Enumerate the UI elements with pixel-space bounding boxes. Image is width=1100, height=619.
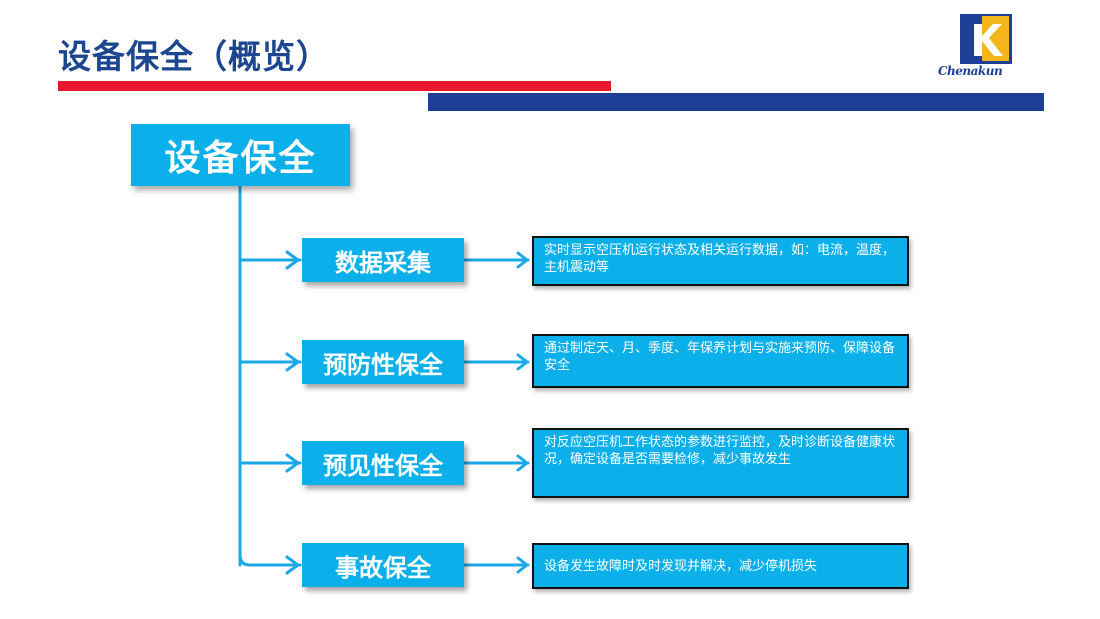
arrow-desc-4 — [516, 556, 529, 574]
arrow-branch-3 — [285, 453, 300, 473]
arrow-branch-1 — [285, 250, 300, 270]
title-underline-blue — [428, 93, 1044, 111]
company-logo: Chenakun — [936, 14, 1016, 84]
logo-mark-icon — [960, 14, 1012, 64]
description-incident-maintenance: 设备发生故障时及时发现并解决，减少停机损失 — [532, 543, 909, 589]
branch-node-incident-maintenance: 事故保全 — [302, 543, 464, 587]
arrow-branch-2 — [285, 352, 300, 372]
arrow-desc-2 — [516, 353, 529, 371]
branch-node-preventive-maintenance: 预防性保全 — [302, 340, 464, 384]
connector-branch-4 — [238, 553, 302, 567]
branch-node-predictive-maintenance: 预见性保全 — [302, 441, 464, 485]
logo-wordmark: Chenakun — [938, 64, 1003, 78]
arrow-desc-3 — [516, 454, 529, 472]
page-title: 设备保全（概览） — [58, 37, 330, 76]
arrow-branch-4 — [285, 555, 300, 575]
branch-node-data-collection: 数据采集 — [302, 238, 464, 282]
description-data-collection: 实时显示空压机运行状态及相关运行数据，如：电流，温度，主机震动等 — [532, 236, 909, 286]
description-predictive-maintenance: 对反应空压机工作状态的参数进行监控，及时诊断设备健康状况，确定设备是否需要检修，… — [532, 428, 909, 498]
description-preventive-maintenance: 通过制定天、月、季度、年保养计划与实施来预防、保障设备安全 — [532, 334, 909, 388]
root-node: 设备保全 — [131, 124, 350, 186]
title-underline-red — [58, 81, 611, 91]
arrow-desc-1 — [516, 251, 529, 269]
